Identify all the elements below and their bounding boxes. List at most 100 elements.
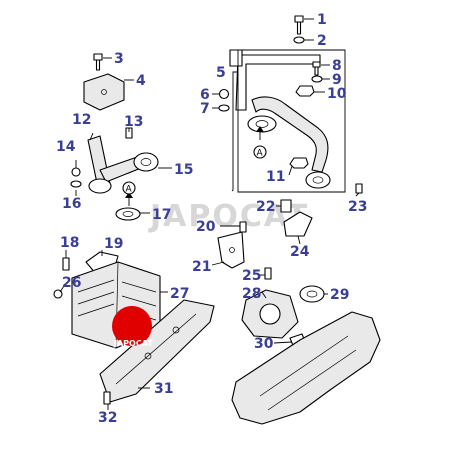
nut-14 xyxy=(71,167,81,177)
cooler-fin-3 xyxy=(77,303,115,317)
view-arrow-upper-head xyxy=(256,126,264,132)
callout-24: 24 xyxy=(290,244,310,260)
manifold-ridge xyxy=(259,335,349,397)
bolt-1-head xyxy=(294,15,304,23)
leader-26 xyxy=(59,285,65,293)
gasket-29-hole xyxy=(306,290,318,298)
cooler-fin-1 xyxy=(77,279,115,293)
callout-9: 9 xyxy=(332,72,342,88)
bracket-31-ridge xyxy=(115,313,197,385)
callout-17: 17 xyxy=(152,207,171,223)
callout-29: 29 xyxy=(330,287,349,303)
callout-11: 11 xyxy=(266,169,285,185)
callout-32: 32 xyxy=(98,410,117,426)
washer-2 xyxy=(293,36,305,44)
washer-7 xyxy=(218,104,230,112)
clip-10 xyxy=(295,85,315,97)
callout-26: 26 xyxy=(62,275,81,291)
callout-7: 7 xyxy=(200,101,210,117)
callout-5: 5 xyxy=(216,65,226,81)
callout-25: 25 xyxy=(242,268,261,284)
washer-9 xyxy=(311,75,323,83)
view-arrow-lower-head xyxy=(125,192,133,198)
callout-2: 2 xyxy=(317,33,327,49)
clip-11 xyxy=(289,157,309,169)
callout-28: 28 xyxy=(242,286,261,302)
leader-12 xyxy=(89,132,94,141)
bolt-32 xyxy=(103,391,111,405)
box-outline xyxy=(237,49,346,193)
callout-12: 12 xyxy=(72,112,91,128)
heat-shield-hole xyxy=(101,89,107,95)
bracket-24 xyxy=(283,211,313,237)
flange-15-hole xyxy=(140,158,152,166)
pipe-flange-b-hole xyxy=(312,176,324,184)
stamp-text: JAPOCAT xyxy=(113,339,153,348)
leader-21 xyxy=(211,261,225,266)
bolt-8-shank xyxy=(314,66,319,76)
callout-8: 8 xyxy=(332,58,342,74)
callout-6: 6 xyxy=(200,87,210,103)
cooler-fin-4 xyxy=(121,281,157,293)
bolt-25 xyxy=(264,267,272,280)
leader-23 xyxy=(355,192,360,197)
pipe-flange-b xyxy=(305,171,331,189)
callout-27: 27 xyxy=(170,286,189,302)
stamp-logo xyxy=(112,306,152,346)
callout-13: 13 xyxy=(124,114,143,130)
callout-18: 18 xyxy=(60,235,79,251)
bolt-18 xyxy=(62,257,70,271)
bracket-21-hole xyxy=(229,247,235,253)
leader-30 xyxy=(273,341,293,344)
pipe-flange-a-hole xyxy=(255,120,269,128)
callout-1: 1 xyxy=(317,12,327,28)
callout-15: 15 xyxy=(174,162,193,178)
gasket-17-hole xyxy=(122,211,134,217)
callout-16: 16 xyxy=(62,196,81,212)
nut-6 xyxy=(218,88,230,100)
intake-manifold xyxy=(231,311,381,425)
view-marker-lower-label: A xyxy=(126,185,133,195)
heat-shield-4 xyxy=(83,73,125,111)
bolt-8-head xyxy=(312,61,321,68)
cooler-fin-5 xyxy=(121,295,157,307)
leader-11 xyxy=(288,165,293,176)
callout-20: 20 xyxy=(196,219,216,235)
callout-3: 3 xyxy=(114,51,124,67)
gasket-29 xyxy=(299,285,325,303)
bolt-1-shank xyxy=(296,21,302,35)
cooler-fin-2 xyxy=(77,291,115,305)
bracket-31-hole-a xyxy=(172,326,180,334)
callout-14: 14 xyxy=(56,139,76,155)
bolt-20 xyxy=(239,221,247,233)
view-marker-lower xyxy=(122,181,136,195)
manifold-ridge-2 xyxy=(267,349,357,411)
callout-30: 30 xyxy=(254,336,274,352)
bracket-31-hole-b xyxy=(144,352,152,360)
bolt-22 xyxy=(280,199,292,213)
gasket-17 xyxy=(115,207,141,221)
callout-23: 23 xyxy=(348,199,367,215)
egr-pipe-bent xyxy=(251,96,329,173)
egr-valve-body xyxy=(259,303,281,325)
callout-4: 4 xyxy=(136,73,146,89)
washer-14 xyxy=(70,180,82,188)
callout-31: 31 xyxy=(154,381,173,397)
box-corner xyxy=(229,49,243,67)
bolt-3-shank xyxy=(95,59,101,71)
egr-pipe-upper xyxy=(235,54,321,111)
leader-28 xyxy=(261,291,267,299)
leader-24 xyxy=(297,235,301,245)
callout-10: 10 xyxy=(327,86,347,102)
flange-15 xyxy=(133,152,159,172)
view-marker-upper xyxy=(253,145,267,159)
flange-16 xyxy=(88,178,112,194)
callout-21: 21 xyxy=(192,259,211,275)
callout-19: 19 xyxy=(104,236,123,252)
bolt-23 xyxy=(355,183,363,194)
group-bracket-5 xyxy=(231,71,238,192)
bracket-21 xyxy=(217,231,245,269)
callout-22: 22 xyxy=(256,199,275,215)
